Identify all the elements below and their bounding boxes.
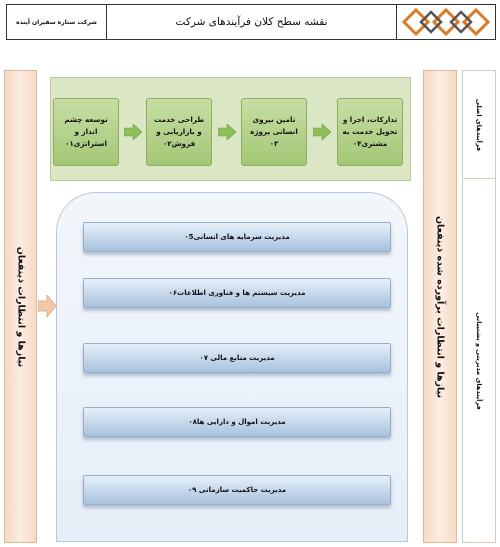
flow-arrow-icon xyxy=(124,124,142,140)
company-name: شرکت ستاره سفیران آینده xyxy=(16,18,97,26)
process-box-01: توسعه چشم انداز و استراتژی۰۱ xyxy=(53,98,119,166)
met-needs-label: نیازها و انتظارات برآورده شده ذینفعان xyxy=(434,215,446,398)
process-category-strip: فرآیندهای اصلی فرآیندهای مدیریتی و پشتیب… xyxy=(462,70,496,543)
main-processes-category-label: فرآیندهای اصلی xyxy=(475,98,483,152)
stakeholder-needs-label: نیازها و انتظارات ذینفعان xyxy=(15,246,26,367)
flow-arrow-icon xyxy=(218,124,236,140)
input-arrow-icon xyxy=(38,295,56,317)
process-box-02: طراحی خدمت و بازاریابی و فروش۰۲ xyxy=(146,98,212,166)
header: شرکت ستاره سفیران آینده نقشه سطح کلان فر… xyxy=(6,4,496,40)
company-logo-icon xyxy=(402,8,490,36)
support-label-07: مدیریت منابع مالی ۰۷ xyxy=(199,354,275,362)
title-cell: نقشه سطح کلان فرآیندهای شرکت xyxy=(107,5,397,39)
support-process-08: مدیریت اموال و دارایی ها۰۸ xyxy=(83,407,391,437)
support-label-09: مدیریت حاکمیت سازمانی ۰۹ xyxy=(187,486,287,494)
support-process-09: مدیریت حاکمیت سازمانی ۰۹ xyxy=(83,475,391,505)
support-label-05: مدیریت سرمایه های انسانی۰5 xyxy=(184,233,290,241)
category-divider xyxy=(462,178,496,179)
process-box-03: تامین نیروی انسانی پروژه ۰۳ xyxy=(241,98,307,166)
support-process-05: مدیریت سرمایه های انسانی۰5 xyxy=(83,222,391,252)
process-label-03: تامین نیروی انسانی پروژه ۰۳ xyxy=(250,115,298,148)
met-needs-bar: نیازها و انتظارات برآورده شده ذینفعان xyxy=(423,70,457,543)
company-name-cell: شرکت ستاره سفیران آینده xyxy=(7,5,107,39)
flow-arrow-icon xyxy=(313,124,331,140)
process-label-01: توسعه چشم انداز و استراتژی۰۱ xyxy=(64,115,108,148)
process-box-04: تدارکات، اجرا و تحویل خدمت به مشتری۰۴ xyxy=(337,98,403,166)
support-label-06: مدیریت سیستم ها و فناوری اطلاعات۰۶ xyxy=(168,289,306,297)
page-title: نقشه سطح کلان فرآیندهای شرکت xyxy=(175,16,328,28)
logo-cell xyxy=(397,5,495,39)
support-process-06: مدیریت سیستم ها و فناوری اطلاعات۰۶ xyxy=(83,278,391,308)
support-label-08: مدیریت اموال و دارایی ها۰۸ xyxy=(188,418,286,426)
support-processes-category-label: فرآیندهای مدیریتی و پشتیبانی xyxy=(475,312,483,410)
process-label-02: طراحی خدمت و بازاریابی و فروش۰۲ xyxy=(153,115,205,148)
process-label-04: تدارکات، اجرا و تحویل خدمت به مشتری۰۴ xyxy=(342,115,398,148)
support-process-07: مدیریت منابع مالی ۰۷ xyxy=(83,343,391,373)
stakeholder-needs-bar: نیازها و انتظارات ذینفعان xyxy=(4,70,37,543)
